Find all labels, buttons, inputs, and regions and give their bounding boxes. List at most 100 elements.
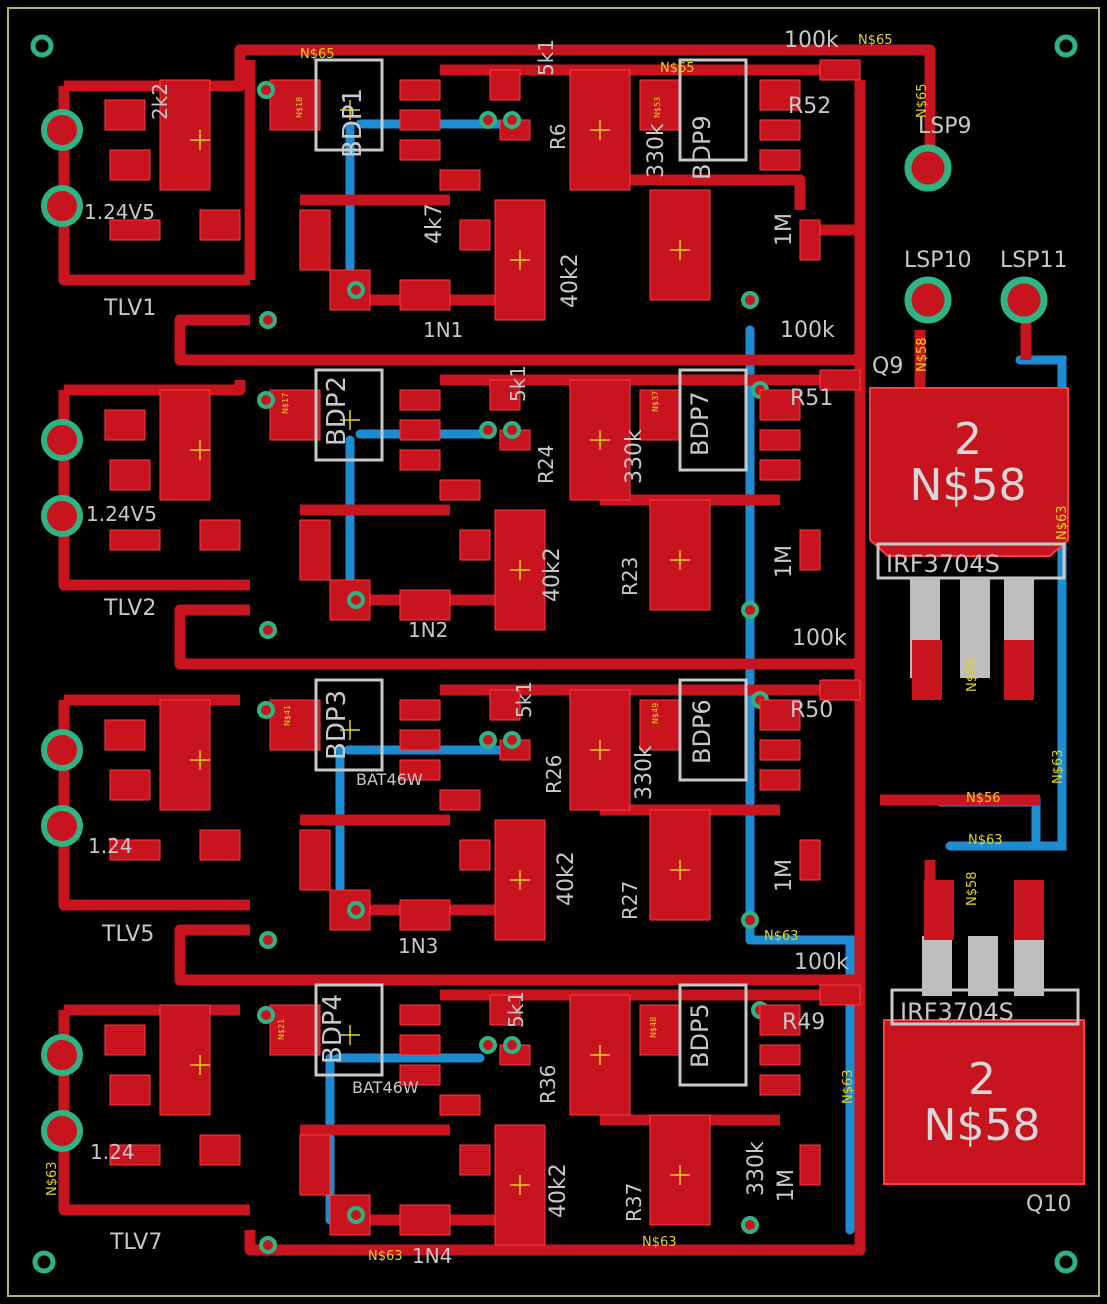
- smd-pad-s3-3: [199, 1134, 241, 1166]
- smd-pad-s1-2: [109, 459, 151, 491]
- smd-pad-s1-20: [759, 459, 801, 481]
- via-s3-5: [741, 1216, 759, 1234]
- stage4-val-b: 5k1: [504, 990, 528, 1028]
- q9-part-label: IRF3704S: [886, 550, 1000, 578]
- top-cap-value: 100k: [784, 28, 839, 53]
- crosshair-s3-4: [670, 1165, 690, 1185]
- crosshair-s2-4: [670, 860, 690, 880]
- via-s0-0: [257, 81, 275, 99]
- stage1-rhigh-label: R52: [788, 94, 832, 119]
- smd-pad-s2-11: [399, 759, 441, 781]
- testpoint-label-lsp11: LSP11: [1000, 248, 1068, 273]
- crosshair-s2-0: [190, 750, 210, 770]
- stage4-aux-label: BDP5: [686, 1003, 714, 1068]
- crosshair-s3-0: [190, 1055, 210, 1075]
- net-label-n63-g: N$63: [45, 1161, 60, 1196]
- smd-pad-s3-8: [399, 1204, 451, 1236]
- top-trace-10: [174, 924, 860, 986]
- stage3-val-b: 5k1: [512, 680, 536, 718]
- smd-pad-s3-18: [759, 1004, 801, 1036]
- via-s3-0: [257, 1006, 275, 1024]
- smd-pad-s1-16: [639, 389, 681, 441]
- ic-outline-s0: [314, 58, 384, 152]
- connector-pad-b-s2: [41, 805, 83, 847]
- crosshair-s2-3: [590, 740, 610, 760]
- stage1-diode-label: 1N1: [423, 318, 464, 342]
- stage3-bdp-label: BDP3: [322, 689, 352, 760]
- stage1-val-b: 5k1: [534, 38, 558, 76]
- top-trace-5: [64, 380, 246, 396]
- smd-pad-s3-4: [109, 1144, 161, 1166]
- q10-lead-0: [922, 936, 952, 996]
- stage4-r37: R37: [622, 1182, 646, 1222]
- smd-pad-s2-21: [799, 839, 821, 881]
- stage3-sub: N$41: [283, 704, 292, 726]
- stage3-val-g: 1.24: [88, 834, 133, 858]
- smd-pad-s0-3: [199, 209, 241, 241]
- smd-pad-s1-21: [799, 529, 821, 571]
- crosshair-s2-2: [510, 870, 530, 890]
- connector-pad-a-s1: [41, 419, 83, 461]
- q9-ref-label: Q9: [872, 354, 904, 379]
- via-s1-4: [479, 421, 497, 439]
- stage2-cap-label: 100k: [792, 626, 847, 651]
- via-s1-0: [257, 391, 275, 409]
- stage1-r6: R6: [546, 123, 570, 150]
- stage3-val-f: 1M: [772, 859, 797, 892]
- smd-pad-s0-23: [439, 169, 481, 191]
- smd-pad-s0-6: [299, 209, 331, 271]
- smd-pad-s0-20: [759, 149, 801, 171]
- mounting-hole-0: [30, 34, 54, 58]
- smd-pad-s3-21: [799, 1144, 821, 1186]
- stage2-val-b: 5k1: [506, 364, 530, 402]
- net-label-n65-b: N$65: [660, 61, 695, 76]
- via-s0-1: [259, 311, 277, 329]
- smd-pad-s2-24: [459, 839, 491, 871]
- stage1-bdp-label: BDP1: [338, 87, 368, 158]
- smd-pad-s0-10: [399, 109, 441, 131]
- smd-pad-s2-20: [759, 769, 801, 791]
- mounting-hole-3: [1054, 1250, 1078, 1274]
- crosshair-s3-1: [340, 1025, 360, 1045]
- smd-pad-s0-24: [459, 219, 491, 251]
- via-s1-5: [741, 601, 759, 619]
- stage2-sub: N$17: [281, 392, 290, 414]
- smd-pad-s1-3: [199, 519, 241, 551]
- net-label-n63-a: N$63: [968, 833, 1003, 848]
- stage1-val-c: 4k7: [422, 203, 447, 244]
- via-s3-4: [479, 1036, 497, 1054]
- smd-pad-s3-6: [299, 1134, 331, 1196]
- bottom-trace-10: [945, 355, 1067, 851]
- testpoint-pad-0: [904, 144, 952, 192]
- stage2-bdp-label: BDP2: [322, 375, 352, 446]
- smd-pad-s0-16: [639, 79, 681, 131]
- via-s3-1: [259, 1236, 277, 1254]
- smd-pad-s0-4: [109, 219, 161, 241]
- smd-pad-s1-22: [819, 369, 861, 391]
- top-trace-13: [244, 1180, 866, 1256]
- smd-pad-s2-14: [489, 689, 521, 721]
- crosshair-s0-4: [670, 240, 690, 260]
- smd-pad-s2-9: [399, 699, 441, 721]
- connector-pad-a-s3: [41, 1034, 83, 1076]
- net-label-n58-a: N$58: [965, 657, 980, 692]
- smd-pad-s0-0: [159, 79, 211, 191]
- stage2-aux-sub: N$37: [651, 390, 660, 412]
- ic-outline-aux-s1: [678, 368, 748, 472]
- via-s2-1: [259, 931, 277, 949]
- smd-pad-s2-23: [439, 789, 481, 811]
- via-s1-3: [503, 421, 521, 439]
- stage3-cap-label: 100k: [794, 950, 849, 975]
- via-s3-2: [347, 1206, 365, 1224]
- via-s2-0: [257, 701, 275, 719]
- smd-pad-s3-20: [759, 1074, 801, 1096]
- net-label-n63-d: N$63: [368, 1249, 403, 1264]
- connector-pad-a-s2: [41, 729, 83, 771]
- stage3-val-d: 40k2: [554, 851, 579, 906]
- smd-pad-s0-9: [399, 79, 441, 101]
- via-s1-1: [259, 621, 277, 639]
- smd-pad-s3-19: [759, 1044, 801, 1066]
- stage4-tlv-label: TLV7: [110, 1230, 163, 1255]
- stage2-aux-label: BDP7: [686, 391, 714, 456]
- stage2-r23: R23: [618, 556, 642, 596]
